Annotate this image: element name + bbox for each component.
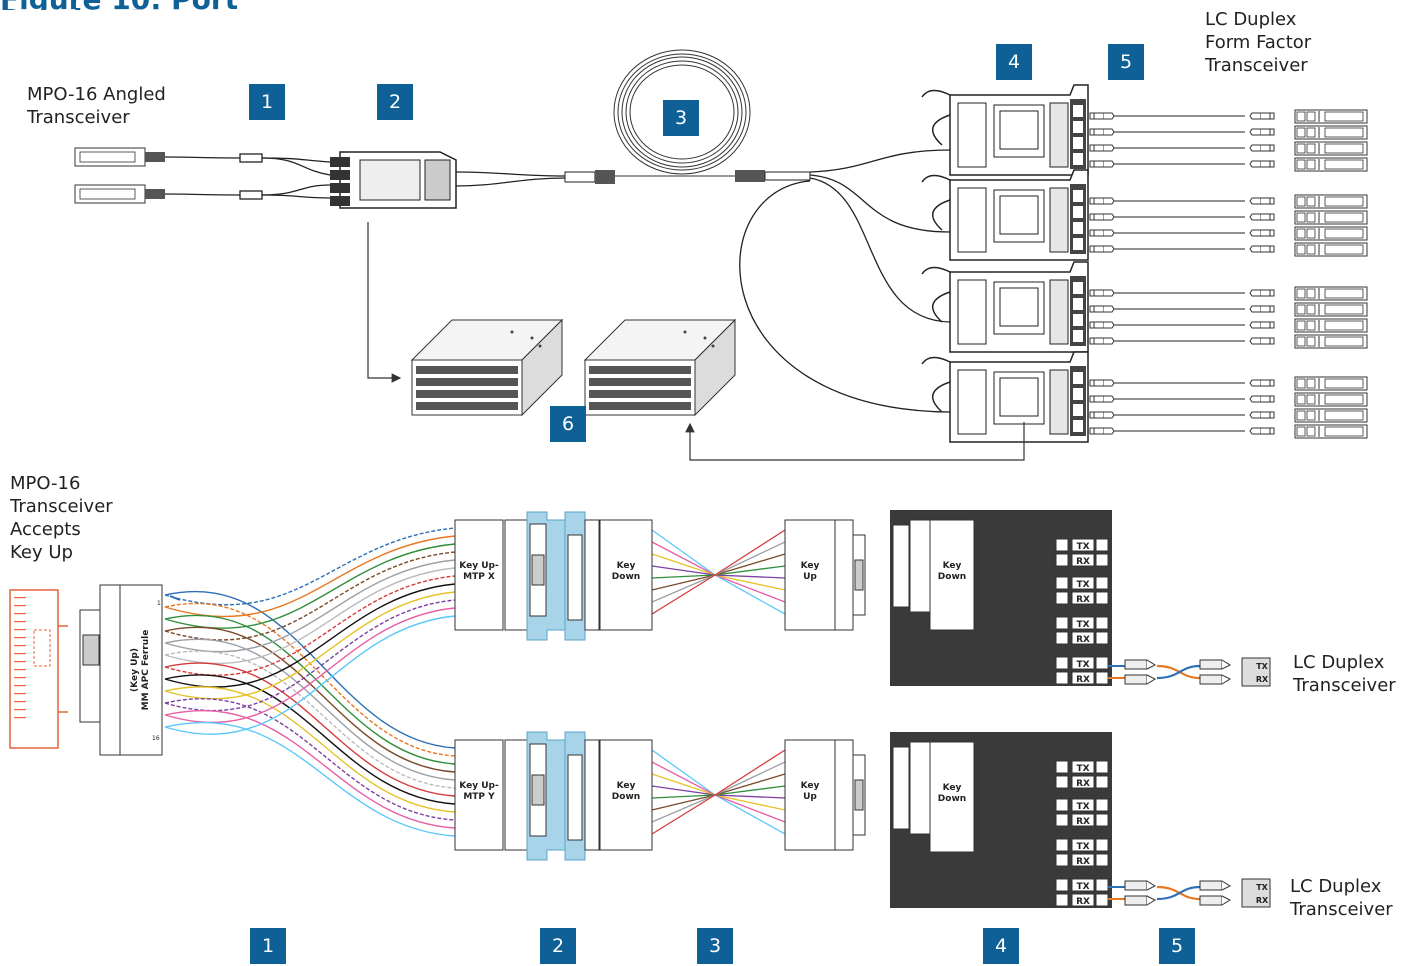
port-rx-label: RX [1076,675,1090,685]
mpo16-connector [79,584,163,756]
port-rx-label: RX [1076,857,1090,867]
label-lc-duplex-2: LC Duplex Transceiver [1290,876,1393,920]
lc-tx-label: TX [1256,662,1268,671]
port-tx-label: TX [1076,620,1089,630]
svg-text:16: 16 [152,735,160,742]
arrow-from-cassette [685,422,1025,461]
badge-bottom-5: 5 [1159,928,1195,964]
cassette-1 [921,84,1089,176]
lc-duplex-end: TX RX TX RX [1108,657,1271,908]
label-lc-duplex-form-factor: LC Duplex Form Factor Transceiver [1205,9,1312,76]
fiber-fan-left [164,527,456,837]
mtp-x-label: Key Up-MTP X [459,561,499,582]
fanout-legs [739,149,951,413]
cable-coil [613,49,751,177]
schematic-blocks [454,510,1112,908]
fiber-crossover [651,529,786,835]
mpo-trunk-cables [164,153,331,200]
mpo16-transceiver-a [74,147,165,167]
label-mpo16-accepts: MPO-16 Transceiver Accepts Key Up [10,473,113,563]
badge-top-3: 3 [663,100,699,136]
badge-top-5: 5 [1108,44,1144,80]
badge-bottom-2: 2 [540,928,576,964]
port-tx-label: TX [1076,764,1089,774]
cassette-2 [921,169,1089,261]
badge-bottom-4: 4 [983,928,1019,964]
port-rx-label: RX [1076,595,1090,605]
badge-top-4: 4 [996,44,1032,80]
cassette-ports: TX RX TX RX TX RX TX RX TX RX TX RX TX RX TX RX [1055,538,1109,907]
port-tx-label: TX [1076,802,1089,812]
svg-text:1: 1 [157,600,161,607]
badge-bottom-1: 1 [250,928,286,964]
cassette-4 [921,351,1089,443]
port-tx-label: TX [1076,882,1089,892]
port-tx-label: TX [1076,542,1089,552]
ferrule-label: (Key Up)MM APC Ferrule [130,630,151,711]
label-mpo16-angled: MPO-16 Angled Transceiver [27,84,166,128]
trunk-plug-left [564,170,615,184]
cassette-3 [921,261,1089,353]
chassis-1 [411,319,563,416]
badge-bottom-3: 3 [697,928,733,964]
port-tx-label: TX [1076,842,1089,852]
label-lc-duplex-1: LC Duplex Transceiver [1293,652,1396,696]
port-tx-label: TX [1076,660,1089,670]
port-tx-label: TX [1076,580,1089,590]
trunk-plug-right [735,170,811,182]
lc-rx-label: RX [1256,896,1269,905]
port-rx-label: RX [1076,635,1090,645]
lc-rx-label: RX [1256,675,1269,684]
port-rx-label: RX [1076,897,1090,907]
port-rx-label: RX [1076,817,1090,827]
arrow-to-chassis [367,222,402,383]
port-rx-label: RX [1076,779,1090,789]
port-rx-label: RX [1076,557,1090,567]
mpo16-transceiver-b [74,184,165,204]
lc-patch-cords [1089,109,1368,439]
page-header: Figure 10: Port Breakout [0,0,330,10]
mpo16-transceiver-block [9,589,68,749]
badge-top-2: 2 [377,84,413,120]
badge-top-6: 6 [550,406,586,442]
badge-top-1: 1 [249,84,285,120]
breakout-module [330,151,457,209]
lc-tx-label: TX [1256,883,1268,892]
chassis-2 [584,319,736,416]
mtp-y-label: Key Up-MTP Y [459,781,499,802]
